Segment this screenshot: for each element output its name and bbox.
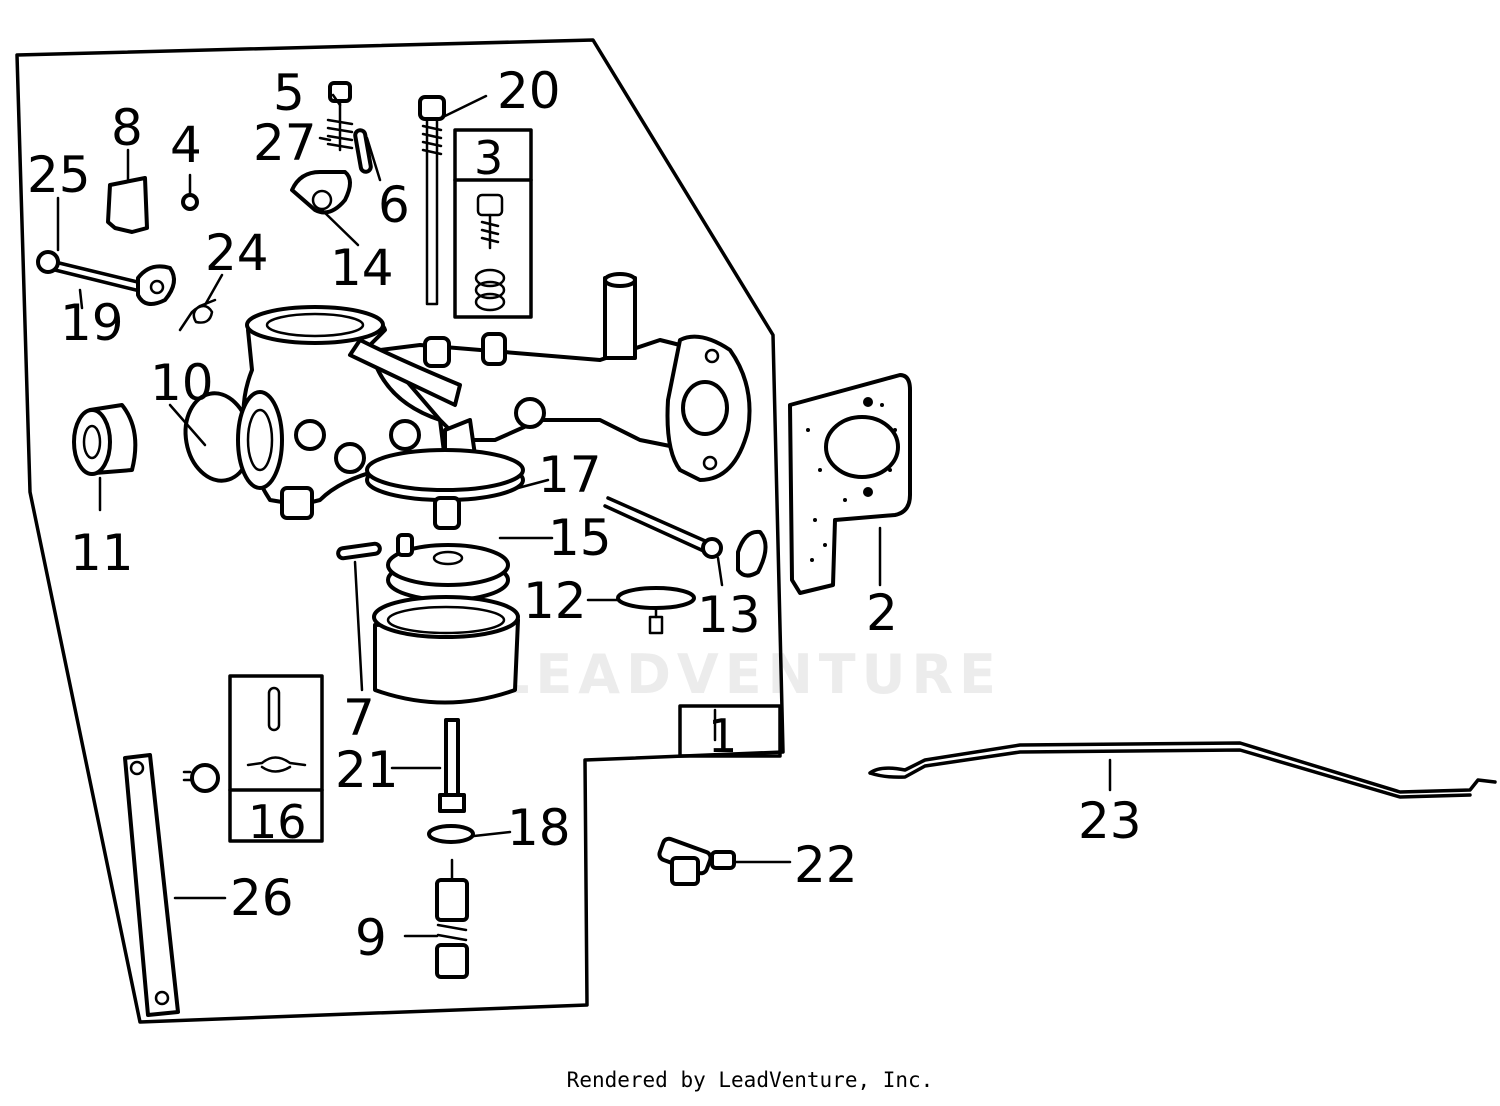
callout-2: 2 <box>866 584 898 642</box>
callout-9: 9 <box>355 909 387 967</box>
part-24-spring <box>178 298 217 332</box>
part-8-plate <box>106 176 149 234</box>
carburetor-body <box>236 272 752 530</box>
part-19-choke-shaft <box>36 250 176 306</box>
callout-15: 15 <box>548 509 612 567</box>
part-4-ball <box>181 193 199 211</box>
part-9-valve <box>435 858 469 979</box>
callout-25: 25 <box>27 146 91 204</box>
callout-6: 6 <box>378 176 410 234</box>
callout-22: 22 <box>794 836 858 894</box>
callout-27: 27 <box>253 114 317 172</box>
assembly-panel-outline <box>15 38 785 1024</box>
callout-8: 8 <box>111 99 143 157</box>
callout-4: 4 <box>170 116 202 174</box>
callout-3: 3 <box>474 131 503 185</box>
part-7-pin <box>336 541 382 561</box>
watermark: LEADVENTURE <box>495 643 1002 706</box>
part-box-3: 3 <box>453 128 533 319</box>
callout-21: 21 <box>335 741 399 799</box>
callout-1: 1 <box>708 709 737 763</box>
part-23-rod <box>868 741 1497 799</box>
callout-24: 24 <box>205 224 269 282</box>
part-18-washer <box>427 824 475 844</box>
callout-19: 19 <box>60 294 124 352</box>
part-21-needle <box>438 718 466 813</box>
callout-20: 20 <box>497 62 561 120</box>
float-bowl <box>372 595 520 705</box>
part-22-fitting <box>657 836 736 886</box>
part-11-bushing <box>72 403 138 476</box>
callout-13: 13 <box>697 586 761 644</box>
callout-labels: 2 4 5 6 7 8 9 10 11 12 13 14 15 17 18 19… <box>27 62 1142 967</box>
callout-23: 23 <box>1078 792 1142 850</box>
part-15-float <box>386 533 510 602</box>
callout-14: 14 <box>330 239 394 297</box>
callout-18: 18 <box>507 799 571 857</box>
part-box-16: 16 <box>228 674 324 849</box>
leader-lines <box>56 93 1112 938</box>
part-2-gasket <box>788 373 912 595</box>
callout-7: 7 <box>343 689 375 747</box>
callout-12: 12 <box>523 572 587 630</box>
part-12-plate <box>616 586 696 635</box>
callout-17: 17 <box>538 446 602 504</box>
footer-credit: Rendered by LeadVenture, Inc. <box>566 1068 934 1092</box>
callout-11: 11 <box>70 524 134 582</box>
part-14-lever-assembly <box>290 81 373 215</box>
callout-5: 5 <box>273 64 305 122</box>
callout-10: 10 <box>150 354 214 412</box>
part-box-1: 1 <box>678 704 782 763</box>
part-26-link <box>123 753 220 1017</box>
part-13-throttle-shaft <box>603 496 768 578</box>
callout-16: 16 <box>248 795 307 849</box>
callout-26: 26 <box>230 869 294 927</box>
part-20-screw <box>418 95 446 306</box>
